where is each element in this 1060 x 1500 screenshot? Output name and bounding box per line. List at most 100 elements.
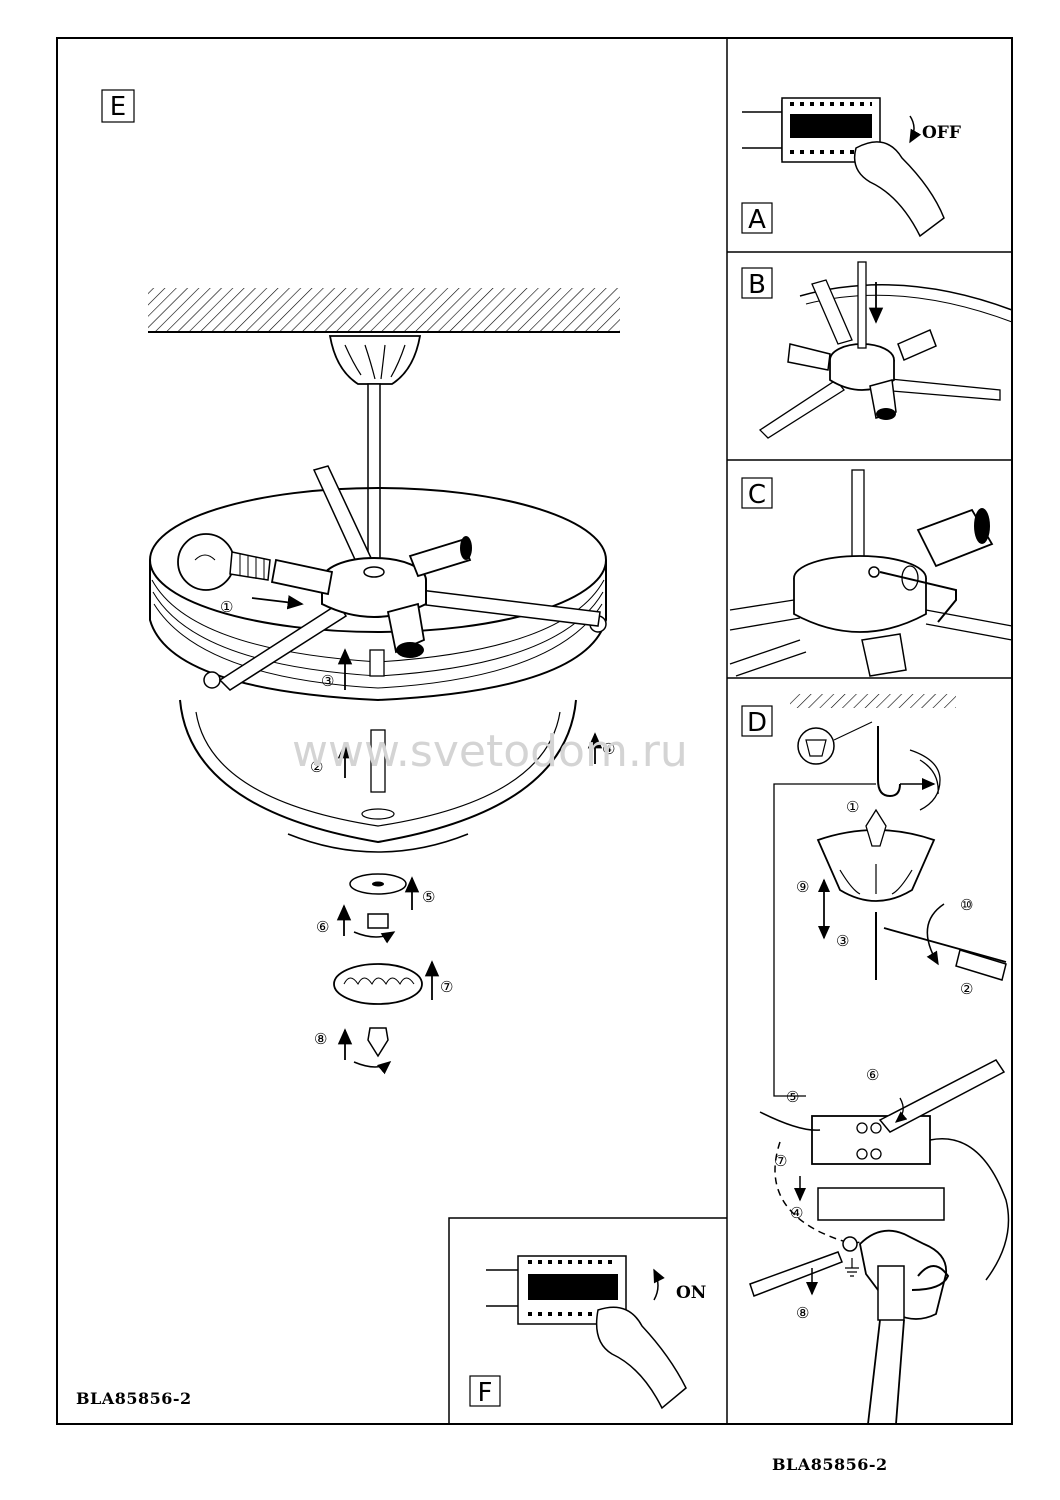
- panel-f-letter-box: [469, 1375, 501, 1407]
- panel-d-plate: [817, 1187, 945, 1221]
- panel-a-hand: [853, 141, 945, 238]
- panel-c-set-screw: [868, 566, 880, 578]
- panel-b-arm-back: [811, 279, 853, 345]
- panel-d-leader: [833, 721, 873, 741]
- panel-d-connector-line: [773, 783, 876, 1097]
- panel-f-hand: [595, 1306, 687, 1410]
- d-step-7: ⑦: [774, 1152, 787, 1170]
- decorative-rosette: [333, 963, 423, 1005]
- e-step-2: ②: [310, 758, 323, 776]
- suspension-rod: [367, 383, 381, 565]
- panel-b-socket-right: [897, 328, 937, 362]
- e-step-1: ①: [220, 598, 233, 616]
- panel-e-letter: E: [110, 92, 126, 122]
- rosette-pattern: [343, 977, 415, 985]
- ground-symbol-icon: [845, 1258, 859, 1277]
- washer-hole: [372, 881, 384, 887]
- panel-f-on-arrow: [653, 1268, 665, 1301]
- glass-bowl-bottom: [287, 833, 469, 853]
- canopy-leaf-pattern: [344, 344, 406, 380]
- panel-b-letter: B: [748, 270, 766, 300]
- frame-arm-right: [417, 589, 601, 627]
- socket-left: [270, 558, 334, 596]
- wall-plug-icon: [805, 739, 827, 757]
- ground-wire: [774, 1141, 861, 1244]
- bowl-center-hole: [361, 808, 395, 820]
- supply-wires: [909, 749, 941, 811]
- d-step-5: ⑤: [786, 1088, 799, 1106]
- watermark: www.svetodom.ru: [292, 726, 688, 777]
- d-step-2: ②: [960, 980, 973, 998]
- rotate-arrow-8: [353, 1061, 392, 1075]
- terminal-screw-1: [856, 1122, 868, 1134]
- panel-f-breaker-switches: [528, 1274, 618, 1300]
- terminal-screw-4: [870, 1148, 882, 1160]
- screwdriver-icon-ground: [749, 1251, 843, 1297]
- socket-back-right: [408, 538, 472, 578]
- panel-d: D ①: [741, 694, 1010, 1425]
- bulb-thread: [239, 554, 265, 580]
- panel-d-screwdriver-upper: [883, 927, 1007, 963]
- terminal-screw-2: [870, 1122, 882, 1134]
- panel-d-cable-loop: [911, 1265, 950, 1291]
- ceiling-canopy: [328, 335, 422, 385]
- e-step-8: ⑧: [314, 1030, 327, 1048]
- panel-c-socket-front: [861, 633, 907, 677]
- panel-a-switch-label: OFF: [922, 123, 961, 143]
- divider-f: [448, 1217, 727, 1424]
- socket-front: [386, 602, 426, 654]
- hex-nut: [367, 913, 389, 929]
- panel-d-letter: D: [747, 708, 767, 738]
- panel-d-letter-box: [741, 705, 773, 737]
- panel-f-switch-label: ON: [676, 1283, 706, 1303]
- bulb-filament: [194, 554, 216, 561]
- panel-a: OFF A: [741, 97, 961, 238]
- panel-f-cable: [486, 1269, 518, 1307]
- panel-a-letter-box: [741, 202, 773, 234]
- model-code-inner: BLA85856-2: [76, 1389, 192, 1408]
- d-step-10: ⑩: [960, 896, 973, 914]
- d-step-4: ④: [790, 1204, 803, 1222]
- panel-d-wires: [759, 1111, 1010, 1281]
- panel-c-arm-right: [925, 609, 1013, 641]
- ceiling-hook: [877, 726, 901, 798]
- panel-e-letter-box: [101, 89, 135, 123]
- panel-c-hub-body: [793, 578, 927, 633]
- panel-b-arm-right: [879, 377, 1001, 401]
- panel-b-socket-opening: [876, 408, 896, 420]
- ceiling-hatch: [148, 288, 620, 332]
- panel-a-letter: A: [748, 205, 766, 235]
- panel-b-arm-left: [758, 379, 845, 439]
- d-step-8: ⑧: [796, 1304, 809, 1322]
- panel-c-arm-front: [729, 639, 807, 677]
- panel-f-letter: F: [478, 1378, 493, 1408]
- panel-f: ON F: [469, 1255, 706, 1410]
- panel-c-socket: [916, 508, 994, 568]
- frame-arm-back: [312, 465, 374, 567]
- panel-c-socket-opening: [974, 508, 990, 544]
- threaded-stud: [369, 649, 385, 677]
- panel-c-letter: C: [748, 480, 766, 510]
- screwdriver-icon-upper: [955, 949, 1007, 981]
- panel-b-letter-box: [741, 267, 773, 299]
- screwdriver-icon-lower: [878, 1059, 1006, 1133]
- panel-d-arrow-6: [895, 1097, 908, 1123]
- panel-c-rotation: [901, 565, 919, 591]
- panel-d-rotate-arrow: [926, 903, 945, 966]
- d-step-6: ⑥: [866, 1066, 879, 1084]
- panel-b-rod: [857, 261, 867, 349]
- panel-a-cable: [742, 100, 783, 160]
- light-bulb: [177, 533, 235, 591]
- socket-front-opening: [396, 642, 424, 658]
- panel-c-letter-box: [741, 477, 773, 509]
- sheet-border: [56, 37, 1013, 1425]
- finial: [367, 1027, 389, 1058]
- panel-d-pendant-rod-right: [895, 1319, 905, 1425]
- model-code-outer: BLA85856-2: [772, 1455, 888, 1474]
- rotate-arrow-6: [353, 931, 396, 944]
- glass-bowl-inner: [195, 711, 561, 827]
- panel-d-ceiling: [790, 694, 956, 708]
- panel-c-rod: [851, 469, 865, 571]
- e-step-4: ④: [602, 740, 615, 758]
